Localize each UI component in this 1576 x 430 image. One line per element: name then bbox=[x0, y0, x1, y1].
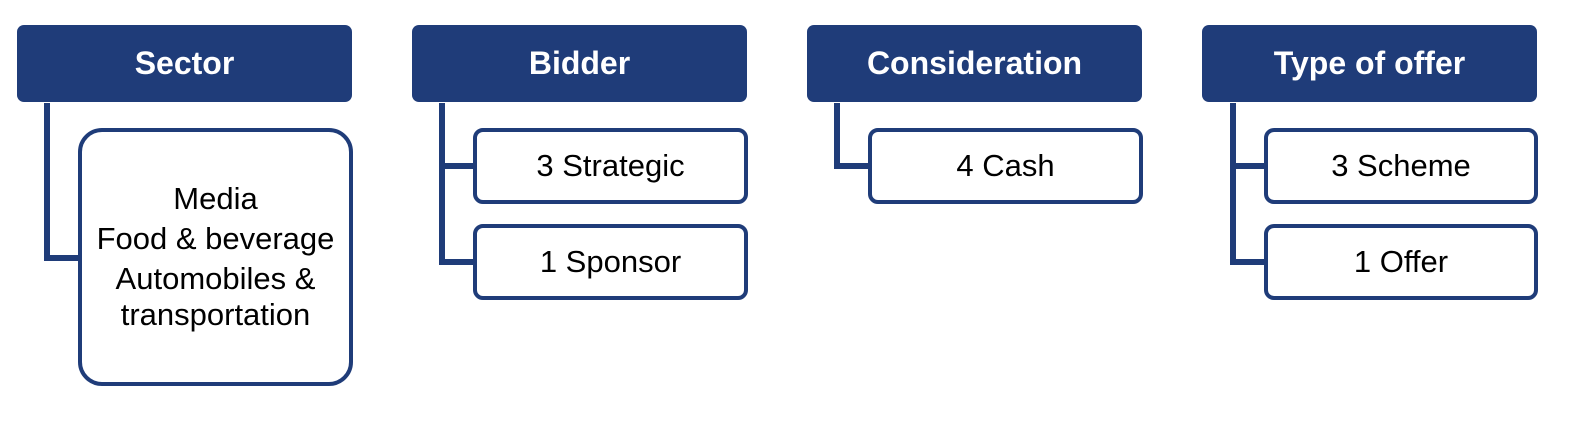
connector-consideration bbox=[834, 103, 870, 169]
sector-item-media: Media bbox=[173, 181, 258, 216]
header-consideration: Consideration bbox=[807, 25, 1142, 102]
consideration-item-cash: 4 Cash bbox=[868, 128, 1143, 204]
connector-sector bbox=[44, 103, 80, 261]
bidder-item-strategic: 3 Strategic bbox=[473, 128, 748, 204]
connector-type-of-offer bbox=[1230, 103, 1266, 265]
header-type-of-offer: Type of offer bbox=[1202, 25, 1537, 102]
sector-item-automobiles-transportation: Automobiles & transportation bbox=[115, 261, 316, 332]
bidder-item-sponsor: 1 Sponsor bbox=[473, 224, 748, 300]
header-sector: Sector bbox=[17, 25, 352, 102]
sector-item-food-beverage: Food & beverage bbox=[96, 221, 335, 256]
type-of-offer-item-scheme: 3 Scheme bbox=[1264, 128, 1538, 204]
sector-items-box: Media Food & beverage Automobiles & tran… bbox=[78, 128, 353, 386]
connector-bidder bbox=[439, 103, 475, 265]
header-bidder: Bidder bbox=[412, 25, 747, 102]
type-of-offer-item-offer: 1 Offer bbox=[1264, 224, 1538, 300]
